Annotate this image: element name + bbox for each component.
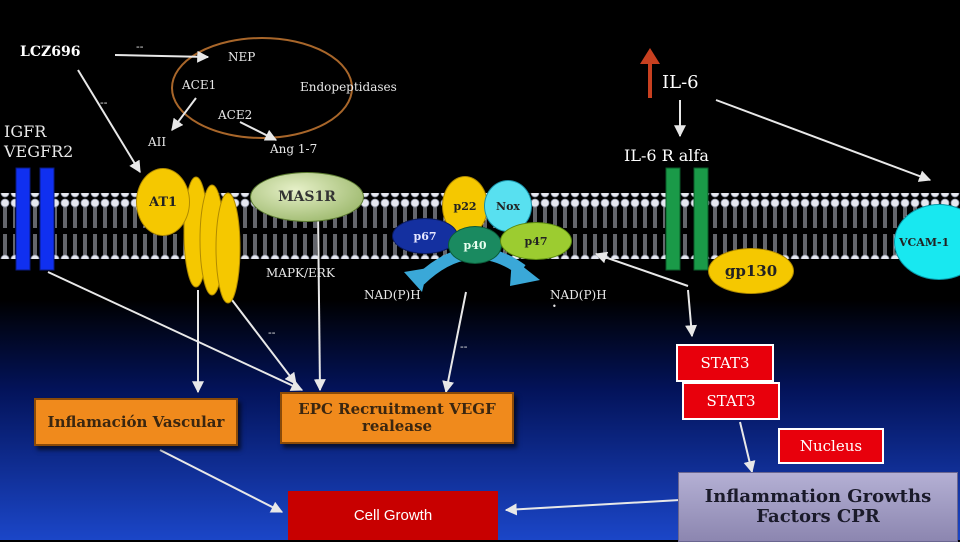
inhibit-mark-2: -- xyxy=(100,96,108,109)
arrow-ace1-aii xyxy=(171,97,197,131)
arrow-at1-epc xyxy=(231,299,297,385)
il6r-receptor-2 xyxy=(693,167,709,271)
arrow-stat3-nadph xyxy=(594,251,689,287)
arrow-lcz-nep xyxy=(114,50,210,63)
nadph-left-label: NAD(P)H xyxy=(364,288,421,302)
arrow-mas1r-epc xyxy=(313,211,326,392)
inhibit-mark-1: -- xyxy=(136,40,144,53)
vegfr2-label: VEGFR2 xyxy=(4,142,74,161)
nadph-arrowhead xyxy=(510,258,540,286)
nadph-right-label: NAD(P)H xyxy=(550,288,607,302)
at1-segment-3 xyxy=(215,192,241,304)
arrow-inflammation-cellgrowth xyxy=(504,499,681,516)
inhibit-mark-4: -- xyxy=(460,340,468,353)
p40-subunit: p40 xyxy=(448,226,502,264)
inflamacion-vascular-box: Inflamación Vascular xyxy=(34,398,238,446)
arrow-nadph-epc xyxy=(442,291,467,394)
vcam1-protein: VCAM-1 xyxy=(894,204,960,280)
stat3-box-1: STAT3 xyxy=(676,344,774,382)
epc-recruitment-box: EPC Recruitment VEGF realease xyxy=(280,392,514,444)
arrow-inflamacion-cellgrowth xyxy=(159,449,284,513)
inflammation-growth-factors-box: Inflammation Growths Factors CPR xyxy=(678,472,958,542)
arrow-stat3-inflammation xyxy=(739,421,756,474)
arrow-lcz-at1 xyxy=(77,69,141,174)
il6-label: IL-6 xyxy=(662,72,699,93)
aii-label: AII xyxy=(148,135,167,149)
nox-subunit: Nox xyxy=(484,180,532,232)
ace2-label: ACE2 xyxy=(218,108,253,122)
nadph-tail xyxy=(404,268,428,292)
arrow-ace2-ang17 xyxy=(239,121,278,141)
endopeptidases-label: Endopeptidases xyxy=(300,80,397,94)
lcz696-label: LCZ696 xyxy=(20,44,81,60)
il6-up-arrowhead xyxy=(640,48,660,64)
arrow-membrane-stat3 xyxy=(685,289,698,338)
igfr-label: IGFR xyxy=(4,122,47,141)
nep-label: NEP xyxy=(228,50,256,64)
gp130-protein: gp130 xyxy=(708,248,794,294)
arrow-igfr-epc xyxy=(47,271,304,391)
inhibit-mark-3: -- xyxy=(268,326,276,339)
ace1-label: ACE1 xyxy=(182,78,217,92)
p47-subunit: p47 xyxy=(500,222,572,260)
at1-receptor: AT1 xyxy=(136,168,190,236)
nadph-dot: • xyxy=(552,302,557,311)
p67-subunit: p67 xyxy=(392,218,458,254)
il6r-label: IL-6 R alfa xyxy=(624,146,709,165)
mas1r-receptor: MAS1R xyxy=(250,172,364,222)
arrow-il6-vcam xyxy=(715,99,932,182)
endopeptidase-ring xyxy=(171,37,353,139)
il6r-receptor-1 xyxy=(665,167,681,271)
igfr-receptor-1 xyxy=(15,167,31,271)
mapk-erk-label: MAPK/ERK xyxy=(266,266,335,280)
ang17-label: Ang 1-7 xyxy=(270,142,318,156)
cell-growth-box: Cell Growth xyxy=(288,491,498,540)
igfr-receptor-2 xyxy=(39,167,55,271)
nucleus-box: Nucleus xyxy=(778,428,884,464)
stat3-box-2: STAT3 xyxy=(682,382,780,420)
